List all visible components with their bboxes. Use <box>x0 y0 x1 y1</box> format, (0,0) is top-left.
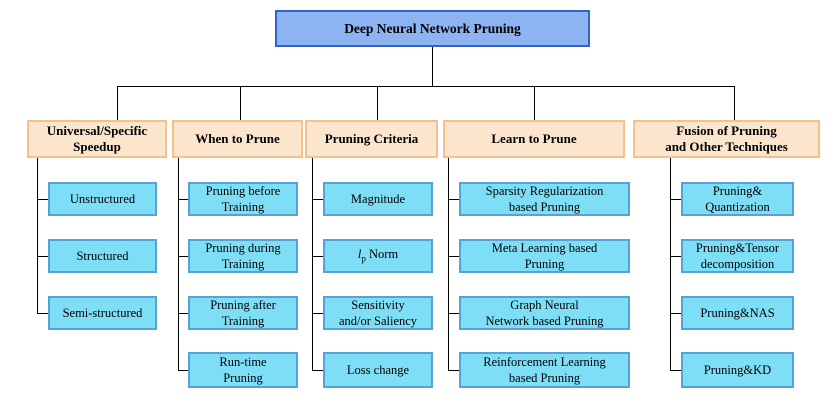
leaf-label: Semi-structured <box>62 305 143 320</box>
leaf-label: Pruning&KD <box>703 362 772 377</box>
leaf-label-line: Pruning during <box>205 240 281 255</box>
connector-spine-col3 <box>312 158 313 370</box>
leaf-label-line: Graph Neural <box>510 297 579 312</box>
leaf-label-line: Reinforcement Learning <box>483 354 606 369</box>
math-sub-p: p <box>361 253 366 264</box>
connector-stub <box>178 199 188 200</box>
connector-stub <box>448 256 459 257</box>
connector-stub <box>448 370 459 371</box>
leaf-label-line: Pruning& <box>712 183 763 198</box>
leaf-loss-change: Loss change <box>323 352 433 388</box>
connector-stub <box>670 313 681 314</box>
connector-drop-col3 <box>377 86 378 120</box>
leaf-sparsity-regularization-pruning: Sparsity Regularization based Pruning <box>459 182 630 216</box>
connector-drop-col2 <box>240 86 241 120</box>
root-node-label: Deep Neural Network Pruning <box>344 20 521 36</box>
connector-stub <box>37 256 48 257</box>
leaf-label-line: Pruning <box>223 371 263 385</box>
leaf-unstructured: Unstructured <box>48 182 157 216</box>
leaf-label-line: Pruning after <box>210 297 276 312</box>
connector-stub <box>312 256 323 257</box>
category-label-line: When to Prune <box>195 130 280 146</box>
leaf-label-line: Network based Pruning <box>485 314 604 328</box>
leaf-run-time-pruning: Run-time Pruning <box>188 352 298 388</box>
leaf-label: Loss change <box>346 362 410 377</box>
connector-stub <box>312 313 323 314</box>
connector-root-drop <box>432 47 433 86</box>
connector-stub <box>178 256 188 257</box>
leaf-label: lp Norm <box>358 246 398 265</box>
leaf-label: Magnitude <box>350 191 406 206</box>
connector-stub <box>37 199 48 200</box>
leaf-pruning-quantization: Pruning& Quantization <box>681 182 794 216</box>
connector-stub <box>448 199 459 200</box>
category-label-line: Pruning Criteria <box>324 130 419 146</box>
leaf-label-line: Training <box>221 257 265 271</box>
category-label-line: Universal/Specific <box>46 122 148 138</box>
connector-drop-col1 <box>117 86 118 120</box>
leaf-label-line: and/or Saliency <box>338 314 418 328</box>
leaf-magnitude: Magnitude <box>323 182 433 216</box>
category-fusion-of-pruning: Fusion of Pruning and Other Techniques <box>633 120 820 158</box>
leaf-label: Unstructured <box>69 191 136 206</box>
connector-stub <box>448 313 459 314</box>
leaf-label-line: Pruning before <box>205 183 281 198</box>
connector-drop-col5 <box>734 86 735 120</box>
connector-stub <box>178 370 188 371</box>
connector-stub <box>670 370 681 371</box>
category-when-to-prune: When to Prune <box>172 120 303 158</box>
connector-spine-col2 <box>178 158 179 370</box>
connector-stub <box>670 256 681 257</box>
category-label-line: Fusion of Pruning <box>676 122 777 138</box>
leaf-label-line: Pruning&Tensor <box>695 240 780 255</box>
connector-stub <box>312 370 323 371</box>
leaf-label-line: Meta Learning based <box>491 240 598 255</box>
leaf-pruning-after-training: Pruning after Training <box>188 296 298 330</box>
leaf-graph-neural-network-pruning: Graph Neural Network based Pruning <box>459 296 630 330</box>
leaf-meta-learning-pruning: Meta Learning based Pruning <box>459 239 630 273</box>
connector-spine-col1 <box>37 158 38 314</box>
leaf-pruning-nas: Pruning&NAS <box>681 296 794 330</box>
category-universal-specific-speedup: Universal/Specific Speedup <box>27 120 167 158</box>
leaf-label-line: based Pruning <box>508 371 581 385</box>
leaf-label-line: Pruning <box>524 257 565 271</box>
root-node-deep-neural-network-pruning: Deep Neural Network Pruning <box>275 10 590 47</box>
leaf-semi-structured: Semi-structured <box>48 296 157 330</box>
leaf-label-line: based Pruning <box>508 200 581 214</box>
leaf-label-line: Quantization <box>705 200 770 214</box>
category-label-line: and Other Techniques <box>665 139 788 154</box>
category-pruning-criteria: Pruning Criteria <box>305 120 438 158</box>
connector-stub <box>312 199 323 200</box>
connector-drop-col4 <box>534 86 535 120</box>
connector-stub <box>670 199 681 200</box>
leaf-label-line: Run-time <box>219 354 267 369</box>
math-italic-l: l <box>357 247 362 262</box>
leaf-label-line: Training <box>221 200 265 214</box>
connector-spine-col5 <box>670 158 671 370</box>
connector-stub <box>178 313 188 314</box>
leaf-label: Pruning&NAS <box>700 305 775 320</box>
category-label-line: Speedup <box>73 139 121 154</box>
leaf-pruning-before-training: Pruning before Training <box>188 182 298 216</box>
leaf-label-line: Sparsity Regularization <box>485 183 604 198</box>
leaf-structured: Structured <box>48 239 157 273</box>
leaf-reinforcement-learning-pruning: Reinforcement Learning based Pruning <box>459 352 630 388</box>
leaf-label-line: Training <box>221 314 265 328</box>
leaf-sensitivity-saliency: Sensitivity and/or Saliency <box>323 296 433 330</box>
leaf-pruning-tensor-decomposition: Pruning&Tensor decomposition <box>681 239 794 273</box>
connector-bus <box>117 86 735 87</box>
category-learn-to-prune: Learn to Prune <box>443 120 625 158</box>
connector-spine-col4 <box>448 158 449 370</box>
leaf-pruning-kd: Pruning&KD <box>681 352 794 388</box>
connector-stub <box>37 313 48 314</box>
leaf-label: Structured <box>76 248 129 263</box>
category-label-line: Learn to Prune <box>491 130 577 146</box>
leaf-label-text: Norm <box>365 247 399 262</box>
leaf-label-line: Sensitivity <box>351 297 405 312</box>
leaf-pruning-during-training: Pruning during Training <box>188 239 298 273</box>
leaf-lp-norm: lp Norm <box>323 239 433 273</box>
leaf-label-line: decomposition <box>700 257 775 271</box>
